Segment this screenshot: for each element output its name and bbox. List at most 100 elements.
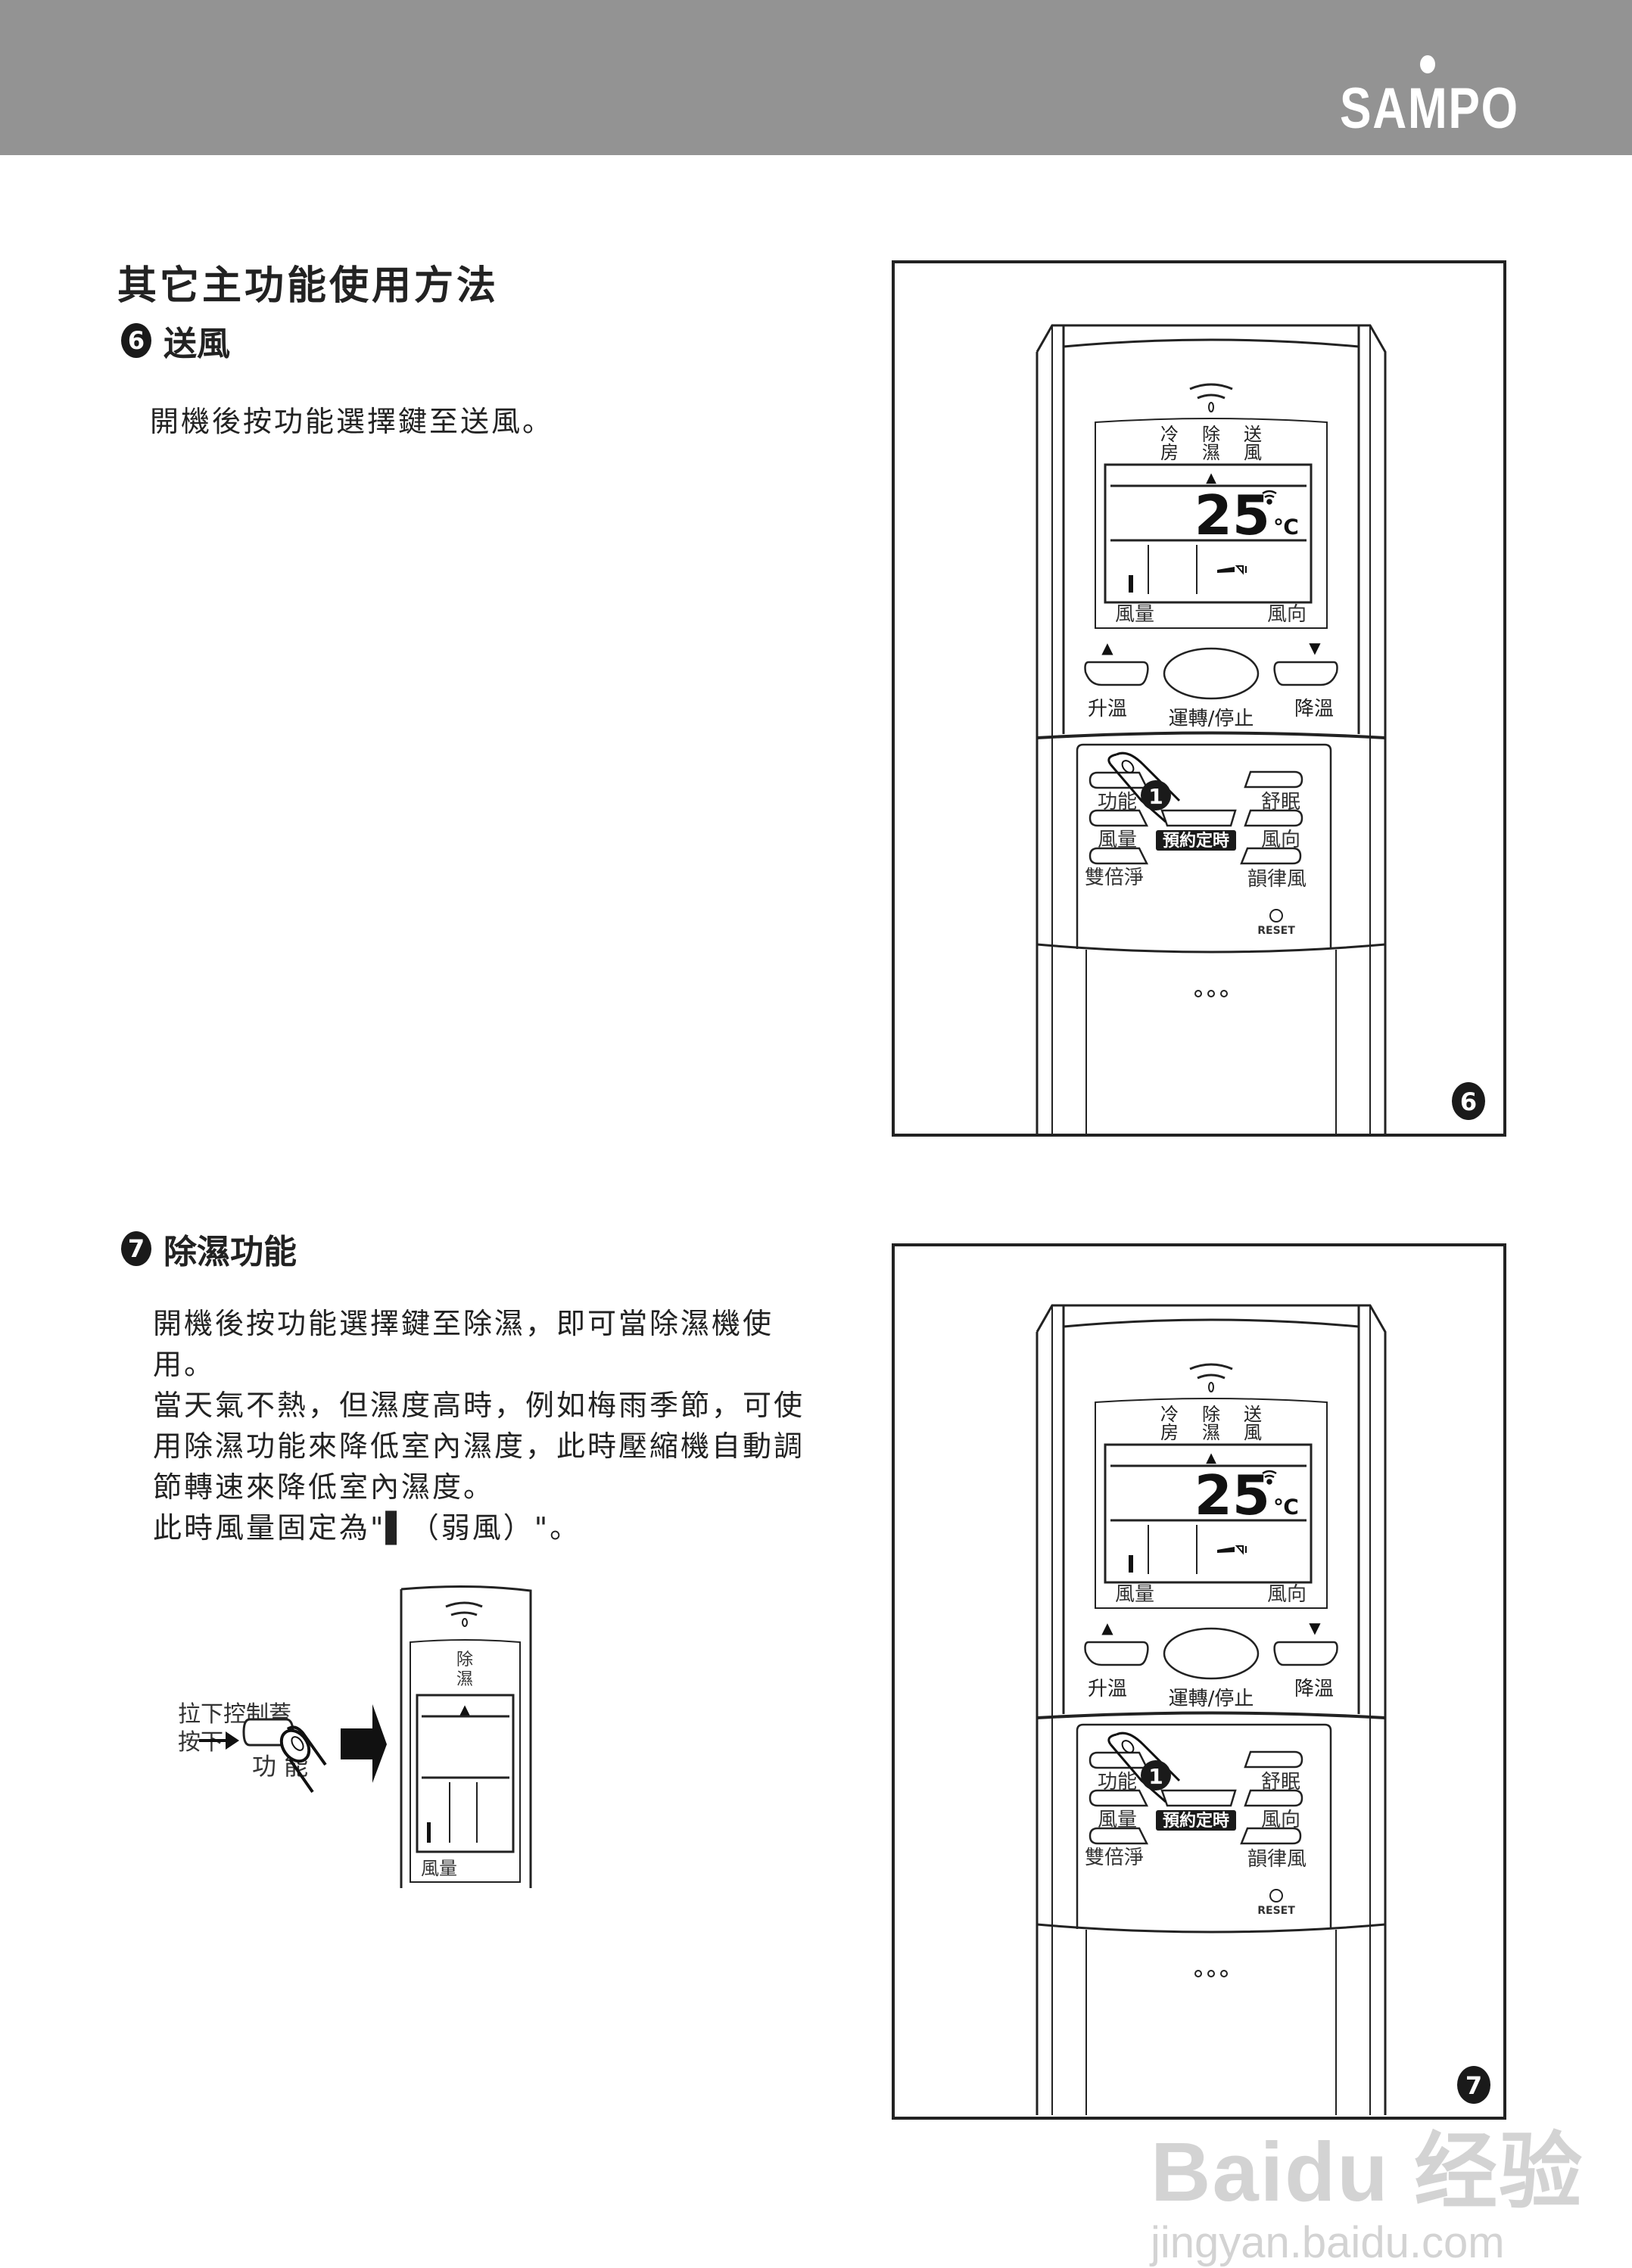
fan-speed-button[interactable] xyxy=(1089,1789,1149,1807)
power-label: 運轉/停止 xyxy=(1169,708,1254,730)
rhythm-wind-button-label: 韻律風 xyxy=(1247,868,1307,891)
fan-direction-label: 風向 xyxy=(1267,1583,1307,1606)
fan-speed-button[interactable] xyxy=(1089,809,1149,827)
sleep-button[interactable] xyxy=(1244,1750,1303,1769)
temperature-unit: ℃ xyxy=(1273,515,1299,540)
signal-strength-icon xyxy=(1262,1470,1277,1485)
up-arrow-icon: ▲ xyxy=(1206,1450,1216,1466)
indicator-dots xyxy=(1194,1970,1228,1977)
fan-direction-label: 風向 xyxy=(1267,603,1307,626)
mode-label: 除 xyxy=(1202,1404,1220,1425)
double-clean-button-label: 雙倍淨 xyxy=(1085,1846,1144,1869)
reset-label: RESET xyxy=(1257,925,1295,937)
fan-direction-icon xyxy=(1217,567,1235,573)
temp-up-button[interactable] xyxy=(1084,661,1149,686)
function-button-label: 功能 xyxy=(1098,791,1137,814)
figure-number: 6 xyxy=(1460,1087,1477,1116)
mode-label: 冷 xyxy=(1160,1404,1179,1425)
power-button[interactable] xyxy=(1163,647,1260,700)
power-button[interactable] xyxy=(1163,1627,1260,1680)
inset-remote: 除 濕 ▲ 風量 xyxy=(400,1585,532,1888)
fan-speed-button-label: 風量 xyxy=(1098,829,1137,851)
finger-icon xyxy=(1107,751,1181,823)
double-clean-button[interactable] xyxy=(1089,1827,1149,1845)
figure-6-badge: 6 xyxy=(1452,1082,1485,1120)
timer-label-badge xyxy=(1156,1810,1236,1831)
fan-direction-button[interactable] xyxy=(1244,809,1303,827)
signal-icon xyxy=(1189,1363,1233,1392)
signal-icon xyxy=(1189,383,1233,412)
function-button[interactable] xyxy=(1089,771,1149,789)
temp-down-label: 降溫 xyxy=(1294,698,1334,720)
fan-speed-button-label: 風量 xyxy=(1098,1809,1137,1831)
rhythm-wind-button[interactable] xyxy=(1240,1827,1302,1845)
temp-down-button[interactable] xyxy=(1273,1641,1338,1666)
section-number-badge: 7 xyxy=(121,1231,151,1266)
temp-up-arrow-icon: ▲ xyxy=(1101,1619,1113,1637)
section-title: 送風 xyxy=(164,325,230,363)
temp-up-label: 升溫 xyxy=(1088,1678,1127,1700)
temp-down-button[interactable] xyxy=(1273,661,1338,686)
step-marker-number: 1 xyxy=(1148,1764,1163,1789)
figure-number: 7 xyxy=(1465,2071,1482,2100)
arrow-right-icon xyxy=(199,1731,239,1750)
watermark-brand: Baidu 经验 xyxy=(1151,2126,1584,2219)
rhythm-wind-button[interactable] xyxy=(1240,847,1302,865)
paragraph-line: 此時風量固定為"▌（弱風）"。 xyxy=(153,1511,581,1545)
timer-button[interactable] xyxy=(1160,1789,1237,1807)
inset-fan-speed-label: 風量 xyxy=(421,1858,457,1879)
watermark-url: jingyan.baidu.com xyxy=(1151,2218,1505,2267)
paragraph-line: 開機後按功能選擇鍵至除濕，即可當除濕機使 xyxy=(153,1307,774,1340)
figure-7-badge: 7 xyxy=(1457,2066,1490,2104)
timer-button[interactable] xyxy=(1160,809,1237,827)
finger-icon xyxy=(279,1725,327,1794)
brand-logo: SAMPO xyxy=(1340,76,1519,141)
fan-speed-label: 風量 xyxy=(1115,603,1154,626)
temperature-readout: 25 xyxy=(1194,484,1270,547)
temperature-readout: 25 xyxy=(1194,1464,1270,1527)
paragraph-line: 用。 xyxy=(153,1348,216,1381)
mode-label: 送 xyxy=(1244,1404,1262,1425)
temp-down-arrow-icon: ▼ xyxy=(1309,1619,1321,1637)
sleep-button[interactable] xyxy=(1244,770,1303,789)
inset-mode-line2: 濕 xyxy=(456,1670,473,1689)
fan-speed-label: 風量 xyxy=(1115,1583,1154,1606)
timer-label-badge xyxy=(1156,830,1236,851)
up-arrow-icon: ▲ xyxy=(1206,470,1216,486)
big-arrow-icon xyxy=(341,1704,387,1783)
temp-down-arrow-icon: ▼ xyxy=(1309,639,1321,657)
section-7-body: 開機後按功能選擇鍵至除濕，即可當除濕機使 用。 當天氣不熱，但濕度高時，例如梅雨… xyxy=(153,1303,805,1548)
step-marker xyxy=(1141,1760,1171,1790)
double-clean-button-label: 雙倍淨 xyxy=(1085,866,1144,889)
fan-speed-bar-icon xyxy=(1129,575,1133,593)
section-number-badge: 6 xyxy=(121,323,151,358)
paragraph-line: 節轉速來降低室內濕度。 xyxy=(153,1470,495,1504)
fan-speed-bar-icon xyxy=(427,1822,431,1843)
temp-up-arrow-icon: ▲ xyxy=(1101,639,1113,657)
paragraph-line: 用除濕功能來降低室內濕度，此時壓縮機自動調 xyxy=(153,1430,805,1463)
inset-lcd xyxy=(416,1694,515,1853)
indicator-dots xyxy=(1194,990,1228,997)
double-clean-button[interactable] xyxy=(1089,847,1149,865)
mode-label: 送 xyxy=(1244,424,1262,445)
function-button[interactable] xyxy=(1089,1751,1149,1769)
reset-button[interactable] xyxy=(1269,1889,1283,1902)
paragraph-line: 當天氣不熱，但濕度高時，例如梅雨季節，可使 xyxy=(153,1389,805,1422)
step-marker xyxy=(1141,780,1171,810)
temp-up-button[interactable] xyxy=(1084,1641,1149,1666)
mode-label: 風 xyxy=(1244,442,1262,463)
rhythm-wind-button-label: 韻律風 xyxy=(1247,1848,1307,1871)
header-bar xyxy=(0,0,1632,155)
mode-label: 房 xyxy=(1160,442,1179,463)
lcd-display xyxy=(1104,463,1313,604)
mode-label: 房 xyxy=(1160,1422,1179,1443)
step-marker-number: 1 xyxy=(1148,784,1163,809)
section-6-heading: 6 送風 xyxy=(121,316,230,365)
fan-direction-button[interactable] xyxy=(1244,1789,1303,1807)
reset-button[interactable] xyxy=(1269,909,1283,922)
mode-label: 風 xyxy=(1244,1422,1262,1443)
power-label: 運轉/停止 xyxy=(1169,1688,1254,1710)
fan-direction-icon xyxy=(1217,1547,1235,1553)
timer-button-label: 預約定時 xyxy=(1163,831,1229,851)
